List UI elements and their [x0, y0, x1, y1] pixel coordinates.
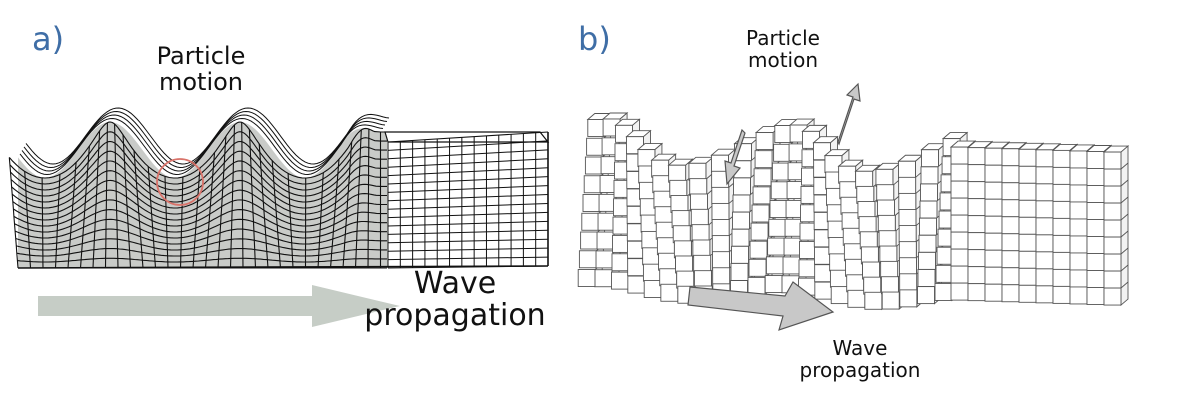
particle-motion-line-2: motion	[747, 47, 819, 72]
wave-propagation-line-2: propagation	[799, 357, 921, 382]
panel-a-particle-motion-label: Particle motion	[148, 42, 254, 96]
panel-a-letter: a)	[32, 20, 65, 58]
particle-motion-down-arrow	[724, 128, 746, 186]
panel-a-wave-propagation-label: Wave propagation	[355, 266, 555, 334]
deformed-block	[8, 107, 550, 269]
panel-b-particle-motion-label: Particle motion	[733, 26, 833, 72]
panel-b-diagram	[577, 82, 1130, 331]
particle-motion-up-arrow	[837, 82, 861, 146]
particle-orbit-circle	[156, 158, 204, 206]
panel-b: b) Particle motion Wave propagation	[575, 0, 1200, 400]
cube-block-grid	[577, 112, 1130, 311]
particle-motion-line-1: Particle	[156, 42, 246, 70]
wave-propagation-line-2: propagation	[364, 298, 546, 334]
wave-propagation-arrow-b	[687, 281, 835, 331]
wave-propagation-line-1: Wave	[832, 336, 888, 360]
particle-motion-arrows	[724, 82, 861, 186]
panel-b-wave-propagation-label: Wave propagation	[795, 336, 925, 382]
wave-propagation-line-1: Wave	[413, 266, 497, 301]
panel-b-letter: b)	[578, 20, 611, 58]
particle-motion-line-2: motion	[158, 67, 244, 96]
wave-propagation-arrow	[38, 285, 400, 327]
panel-a-diagram	[8, 107, 550, 327]
particle-motion-line-1: Particle	[746, 26, 820, 50]
panel-a: a) Particle motion Wave propagation	[0, 0, 575, 400]
